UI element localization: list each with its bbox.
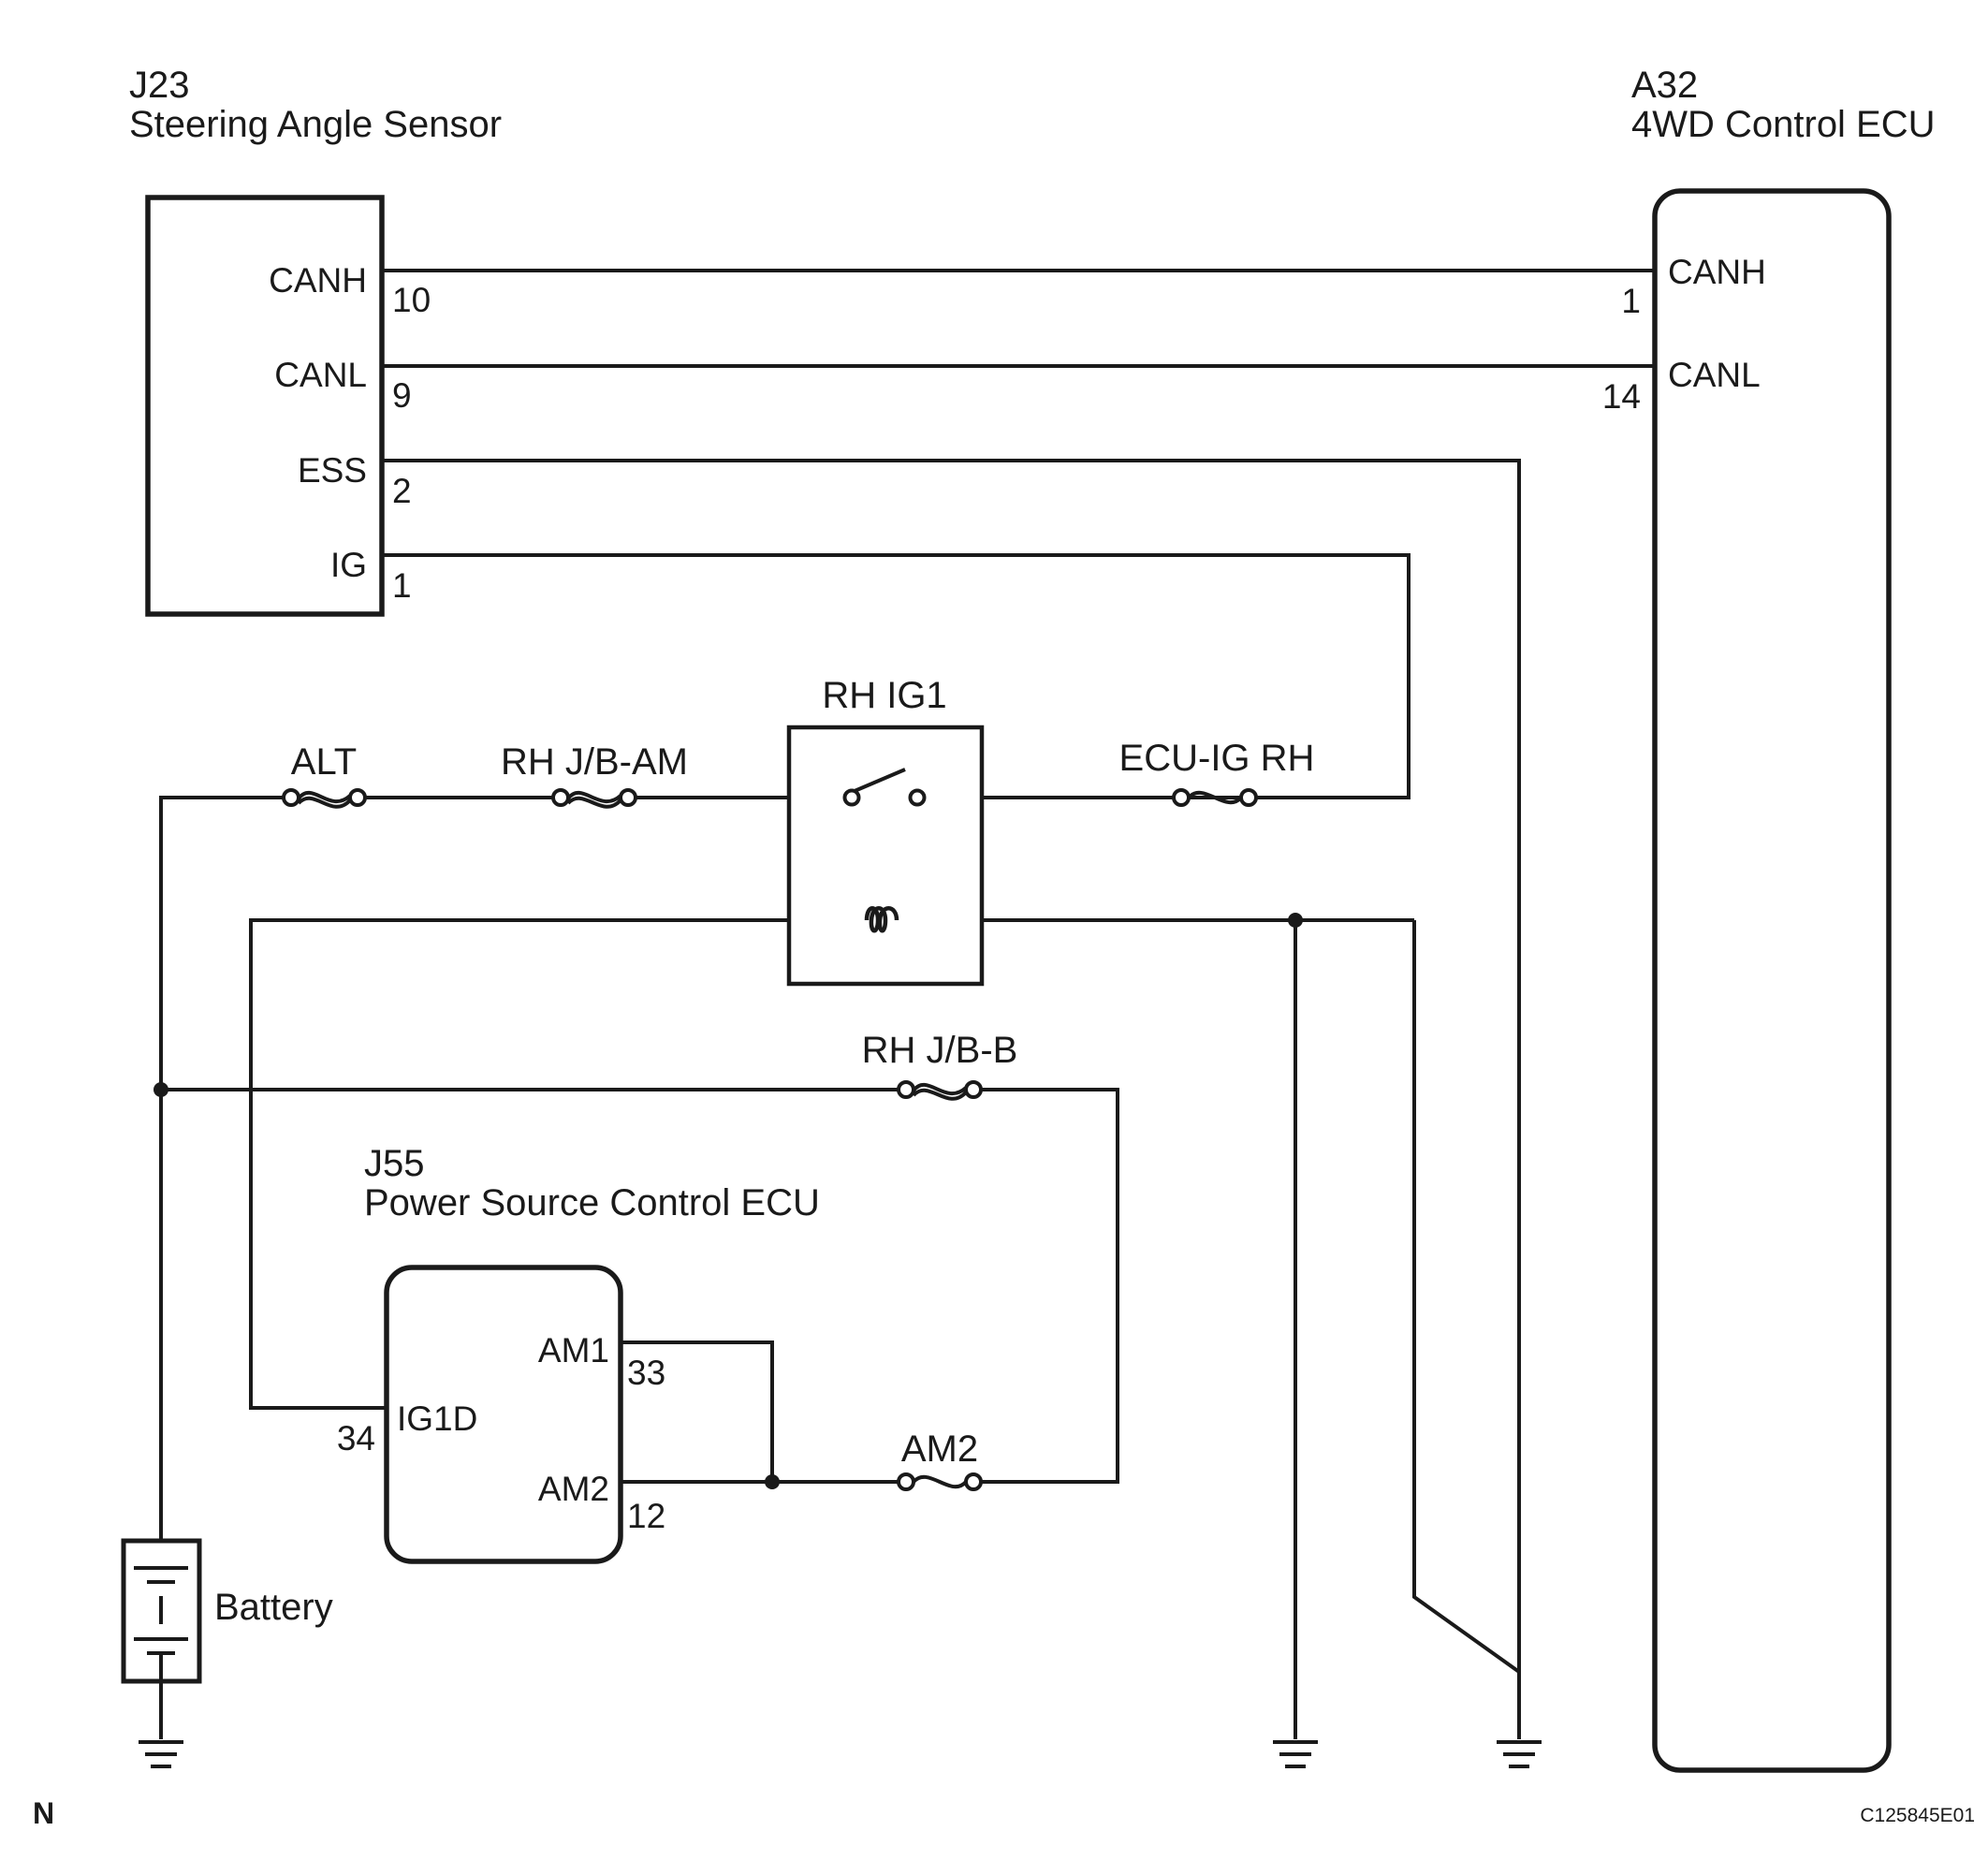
j23-pin-ig-label: IG bbox=[330, 546, 367, 584]
relay-switch-contact bbox=[908, 788, 927, 807]
relay-rh-ig1: RH IG1 bbox=[786, 675, 985, 987]
fuse-alt-icon bbox=[297, 790, 352, 809]
fuse-terminal bbox=[964, 1080, 983, 1099]
ground-relay-coil-icon bbox=[1273, 1740, 1318, 1768]
fuse-alt: ALT bbox=[282, 741, 367, 809]
relay-box bbox=[786, 725, 985, 987]
fuse-terminal bbox=[897, 1080, 915, 1099]
ground-ess-icon bbox=[1497, 1740, 1542, 1768]
j55-name: Power Source Control ECU bbox=[364, 1182, 820, 1223]
j23-pin-canl-number: 9 bbox=[392, 376, 412, 415]
j55-power-source-control-ecu: J55 Power Source Control ECU AM1 33 IG1D… bbox=[337, 1143, 820, 1564]
fuse-rh-jb-am-icon bbox=[566, 790, 622, 809]
junction-dot bbox=[153, 1082, 168, 1097]
fuse-terminal bbox=[282, 788, 300, 807]
fuse-rh-jb-b-label: RH J/B-B bbox=[862, 1030, 1018, 1071]
a32-pin-canl-label: CANL bbox=[1668, 356, 1761, 394]
a32-name: 4WD Control ECU bbox=[1631, 104, 1936, 145]
j23-name: Steering Angle Sensor bbox=[129, 104, 502, 145]
a32-code: A32 bbox=[1631, 65, 1698, 106]
a32-pin-canl-number: 14 bbox=[1602, 377, 1641, 416]
wire-jbb-right bbox=[981, 1088, 1119, 1484]
fuse-rh-jb-am-label: RH J/B-AM bbox=[501, 741, 688, 783]
fuse-terminal bbox=[1172, 788, 1191, 807]
relay-label: RH IG1 bbox=[822, 675, 946, 716]
a32-pin-canh-label: CANH bbox=[1668, 253, 1766, 291]
fuse-terminal bbox=[551, 788, 570, 807]
wire-ess bbox=[383, 459, 1521, 1739]
relay-switch-blade bbox=[854, 768, 906, 793]
j55-code: J55 bbox=[364, 1143, 425, 1184]
fuse-terminal bbox=[1239, 788, 1258, 807]
j55-box bbox=[384, 1265, 623, 1564]
j55-pin-am1-number: 33 bbox=[627, 1354, 665, 1392]
wire-coil-left bbox=[249, 918, 867, 1410]
fuse-terminal bbox=[964, 1472, 983, 1491]
fuse-am2-label: AM2 bbox=[901, 1428, 978, 1470]
wire-coil-to-ess bbox=[1412, 920, 1521, 1674]
fuse-rh-jb-b: RH J/B-B bbox=[862, 1030, 1018, 1101]
battery: Battery bbox=[121, 1538, 333, 1684]
ground-battery-icon bbox=[139, 1740, 183, 1768]
j23-pin-canl-label: CANL bbox=[274, 356, 367, 394]
junction-dot bbox=[1288, 913, 1303, 928]
fuse-ecu-ig-rh: ECU-IG RH bbox=[1119, 738, 1315, 807]
fuse-ecu-ig-rh-label: ECU-IG RH bbox=[1119, 738, 1315, 779]
j55-pin-am1-label: AM1 bbox=[538, 1331, 609, 1370]
a32-box bbox=[1652, 188, 1892, 1773]
footer-figure-code: C125845E01 bbox=[1860, 1805, 1975, 1826]
j23-box bbox=[145, 195, 385, 617]
fuse-terminal bbox=[619, 788, 637, 807]
j23-pin-ess-label: ESS bbox=[298, 451, 367, 490]
fuse-terminal bbox=[348, 788, 367, 807]
wire-battery-main bbox=[159, 796, 283, 1664]
j23-steering-angle-sensor: J23 Steering Angle Sensor CANH 10 CANL 9… bbox=[129, 65, 502, 617]
junctions bbox=[153, 913, 1303, 1489]
fuse-am2: AM2 bbox=[897, 1428, 983, 1491]
fuse-rh-jb-b-icon bbox=[912, 1082, 968, 1101]
j23-code: J23 bbox=[129, 65, 190, 106]
j55-pin-am2-label: AM2 bbox=[538, 1470, 609, 1508]
j23-pin-canh-number: 10 bbox=[392, 281, 431, 319]
j55-pin-am2-number: 12 bbox=[627, 1497, 665, 1535]
relay-coil-icon bbox=[864, 906, 899, 933]
footer-mark: N bbox=[33, 1796, 54, 1830]
fuse-alt-label: ALT bbox=[291, 741, 357, 783]
fuse-ecu-ig-rh-icon bbox=[1187, 790, 1243, 805]
battery-label: Battery bbox=[214, 1587, 333, 1628]
a32-pin-canh-number: 1 bbox=[1621, 282, 1641, 320]
j55-pin-ig1d-number: 34 bbox=[337, 1419, 375, 1458]
fuse-terminal bbox=[897, 1472, 915, 1491]
j23-pin-canh-label: CANH bbox=[269, 261, 367, 300]
j23-pin-ess-number: 2 bbox=[392, 472, 412, 510]
fuse-am2-icon bbox=[912, 1474, 968, 1489]
junction-dot bbox=[765, 1474, 780, 1489]
fuse-rh-jb-am: RH J/B-AM bbox=[501, 741, 688, 809]
wire-am1 bbox=[621, 1340, 774, 1482]
relay-switch-contact bbox=[842, 788, 861, 807]
a32-4wd-control-ecu: A32 4WD Control ECU CANH 1 CANL 14 bbox=[1602, 65, 1936, 1773]
j55-pin-ig1d-label: IG1D bbox=[397, 1399, 477, 1438]
j23-pin-ig-number: 1 bbox=[392, 566, 412, 605]
